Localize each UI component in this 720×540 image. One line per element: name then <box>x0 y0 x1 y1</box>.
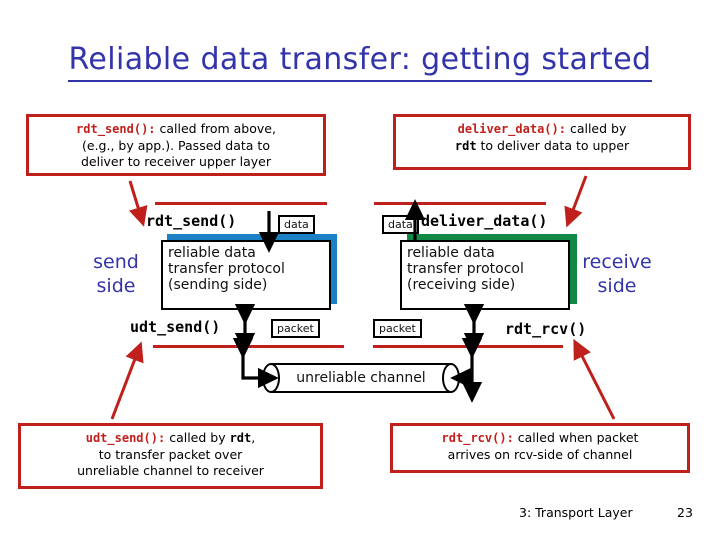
layer-separator-bottom-left <box>153 345 344 348</box>
footer-text: 3: Transport Layer <box>519 505 633 520</box>
callout-deliver-data-line2: to deliver data to upper <box>476 137 630 153</box>
callout-rdt-rcv-line1: called when packet <box>513 430 639 445</box>
callout-deliver-data-line1: called by <box>565 121 627 136</box>
tag-packet-receiving: packet <box>373 319 422 338</box>
diagram-label-udt-send: udt_send() <box>130 318 221 336</box>
channel-label: unreliable channel <box>296 370 426 386</box>
callout-udt-send-line3: unreliable channel to receiver <box>77 463 264 478</box>
protocol-box-receiving: reliable data transfer protocol (receivi… <box>400 240 570 310</box>
callout-deliver-data-line2-code: rdt <box>454 138 477 153</box>
callout-rdt-send-line2: (e.g., by app.). Passed data to <box>82 137 270 153</box>
footer-page-number: 23 <box>677 505 693 520</box>
tag-packet-sending: packet <box>271 319 320 338</box>
callout-rdt-rcv-line2: arrives on rcv-side of channel <box>447 446 633 462</box>
label-receive-side: receive side <box>582 251 652 297</box>
callout-udt-send: udt_send(): called by rdt, to transfer p… <box>18 423 323 489</box>
callout-udt-send-code: udt_send(): <box>85 431 166 445</box>
tag-data-sending: data <box>278 215 315 234</box>
callout-deliver-data-code: deliver_data(): <box>457 122 566 136</box>
tag-data-receiving: data <box>382 215 419 234</box>
arrow-from-channel <box>450 337 483 403</box>
layer-separator-top-left <box>155 202 327 205</box>
callout-rdt-send: rdt_send(): called from above, (e.g., by… <box>26 114 326 176</box>
diagram-label-rdt-rcv: rdt_rcv() <box>505 320 587 338</box>
diagram-label-deliver-data: deliver_data() <box>421 212 548 230</box>
callout-rdt-send-code: rdt_send(): <box>76 122 156 136</box>
page-title: Reliable data transfer: getting started <box>0 42 720 82</box>
callout-deliver-data: deliver_data(): called by rdt to deliver… <box>393 114 691 170</box>
callout-rdt-send-line3: deliver to receiver upper layer <box>80 154 272 169</box>
callout-rdt-rcv: rdt_rcv(): called when packet arrives on… <box>390 423 690 473</box>
channel-body <box>271 363 451 393</box>
callout-rdt-send-line1: called from above, <box>155 121 276 136</box>
layer-separator-top-right <box>374 202 546 205</box>
callout-udt-send-line1-code2: rdt <box>229 431 252 445</box>
callout-udt-send-line2: to transfer packet over <box>98 446 243 462</box>
unreliable-channel: unreliable channel <box>262 363 460 393</box>
pointer-rdt-send <box>128 180 148 227</box>
pointer-udt-send <box>110 341 144 420</box>
pointer-deliver-data <box>564 175 588 228</box>
protocol-box-sending: reliable data transfer protocol (sending… <box>161 240 331 310</box>
diagram-label-rdt-send: rdt_send() <box>146 212 237 230</box>
callout-rdt-rcv-code: rdt_rcv(): <box>441 431 514 445</box>
page-title-text: Reliable data transfer: getting started <box>68 42 652 82</box>
callout-udt-send-line1-tail: , <box>251 430 256 445</box>
pointer-rdt-rcv <box>573 338 616 420</box>
label-send-side: send side <box>93 251 139 297</box>
callout-udt-send-line1: called by <box>165 430 230 445</box>
layer-separator-bottom-right <box>373 345 563 348</box>
